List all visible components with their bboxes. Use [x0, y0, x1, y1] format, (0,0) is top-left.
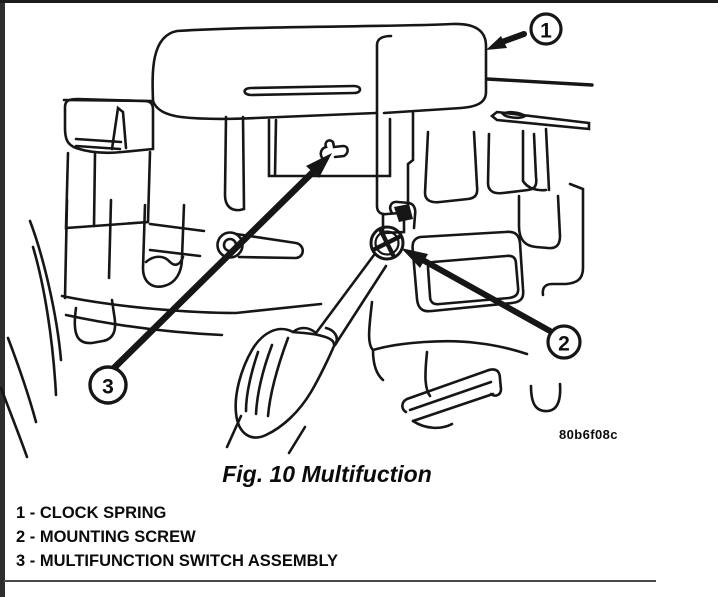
switch-housing-left	[63, 97, 246, 288]
switch-housing-right	[423, 127, 585, 297]
figure-caption: Fig. 10 Multifuction	[222, 461, 432, 487]
callout-badge-2: 2	[546, 324, 582, 360]
legend-item-1: 1 - CLOCK SPRING	[16, 504, 167, 522]
clock-spring-cover	[151, 22, 488, 121]
callout-2-number: 2	[558, 333, 570, 356]
page-bottom-rule	[4, 580, 656, 582]
figure-legend: 1 - CLOCK SPRING 2 - MOUNTING SCREW 3 - …	[16, 501, 338, 573]
connector-and-shroud	[367, 230, 562, 430]
callout-arrow-3	[110, 153, 332, 372]
image-code: 80b6f08c	[559, 427, 618, 442]
callout-arrow-2	[401, 248, 553, 334]
phillips-cross-icon	[372, 228, 402, 258]
page-top-border	[0, 0, 718, 3]
hook-recess	[267, 117, 392, 178]
callout-badge-1: 1	[529, 12, 563, 46]
callout-3-number: 3	[102, 376, 114, 399]
mounting-screw	[369, 200, 417, 261]
steering-column-left	[0, 198, 323, 459]
screwdriver	[225, 253, 388, 455]
callout-1-number: 1	[540, 20, 552, 43]
page-left-border	[0, 0, 5, 597]
legend-item-2: 2 - MOUNTING SCREW	[16, 528, 196, 546]
legend-item-3: 3 - MULTIFUNCTION SWITCH ASSEMBLY	[16, 552, 339, 570]
callout-badge-3: 3	[88, 365, 128, 405]
wire-hook	[319, 139, 349, 163]
callout-arrow-1	[486, 31, 527, 50]
